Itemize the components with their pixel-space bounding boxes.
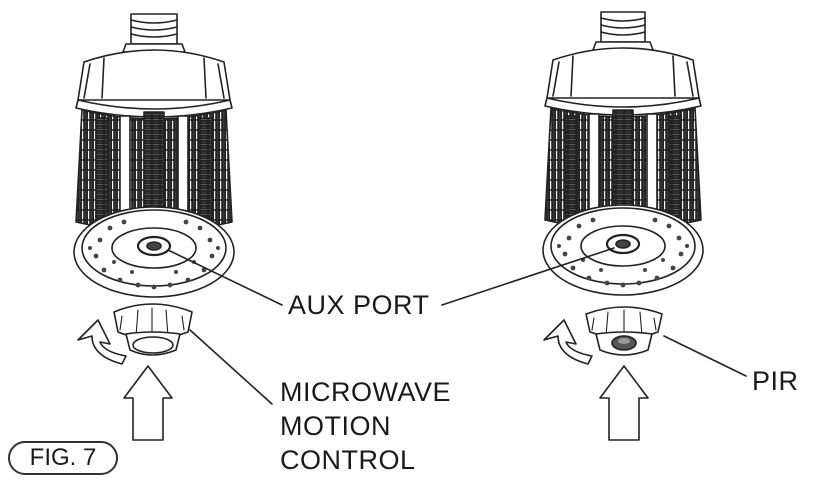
- pir-label: PIR: [752, 366, 799, 396]
- microwave-label-line-2: MOTION: [280, 411, 391, 441]
- microwave-label-line-3: CONTROL: [280, 445, 416, 475]
- microwave-label-line-1: MICROWAVE: [280, 377, 451, 407]
- aux-port-leader-left: [167, 249, 283, 306]
- right-lamp: [542, 11, 704, 441]
- pir-leader: [663, 335, 747, 377]
- figure-label-badge: FIG. 7: [8, 441, 118, 475]
- left-lamp: [73, 13, 235, 441]
- aux-port-label: AUX PORT: [288, 290, 430, 320]
- microwave-leader: [189, 329, 273, 405]
- aux-port-leader-right: [441, 247, 615, 306]
- right-rotate-arrow: [543, 319, 593, 365]
- pir-sensor: [585, 306, 663, 356]
- right-bottom-plate: [542, 204, 704, 296]
- right-insert-arrow: [599, 365, 649, 441]
- right-screw-base: [592, 11, 654, 51]
- leader-lines: [167, 247, 747, 405]
- left-screw-base: [122, 13, 186, 53]
- left-insert-arrow: [123, 365, 173, 441]
- left-finned-body: [75, 109, 233, 232]
- microwave-motion-control-label: MICROWAVE MOTION CONTROL: [280, 375, 451, 477]
- right-housing: [544, 47, 702, 116]
- left-housing: [75, 49, 233, 118]
- left-rotate-arrow: [77, 319, 127, 365]
- microwave-sensor: [113, 303, 193, 356]
- left-bottom-plate: [73, 206, 235, 298]
